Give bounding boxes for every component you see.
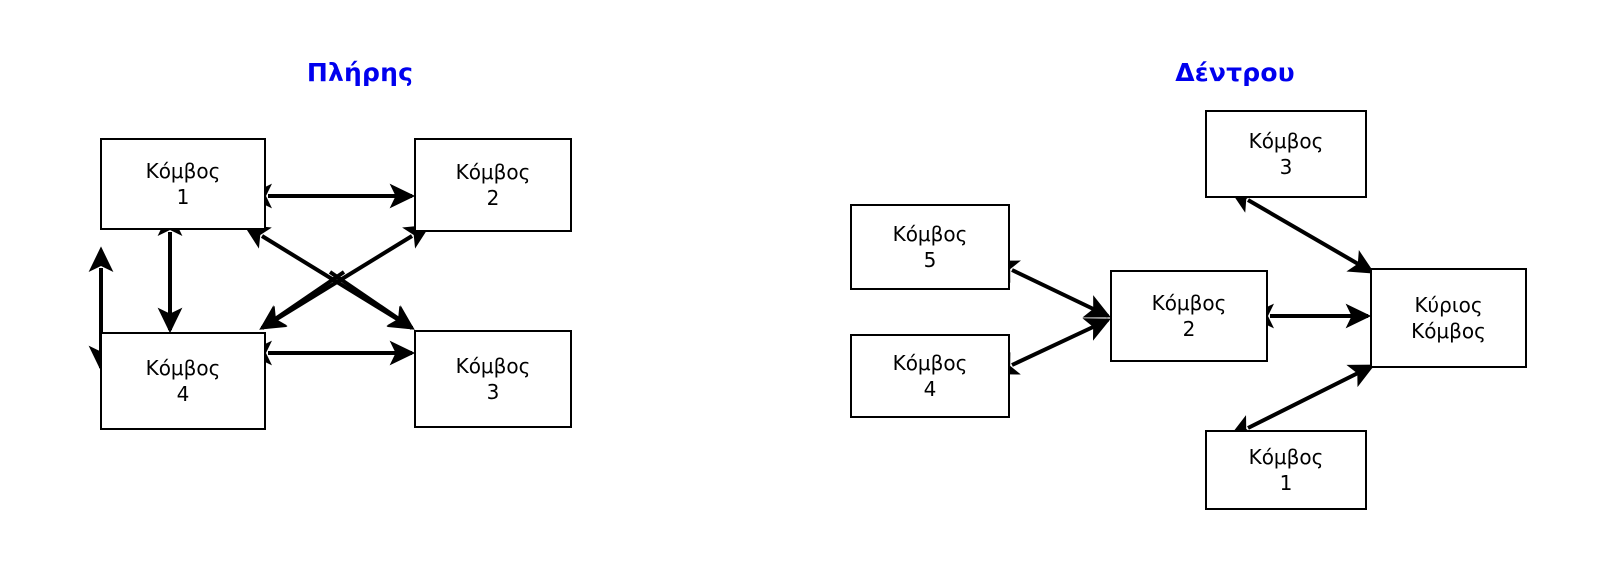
node-label-line1: Κόμβος (145, 158, 221, 183)
node-label-line2: 5 (923, 248, 937, 272)
edge-node3-main (1229, 189, 1375, 274)
node-label-line1: Κόμβος (1151, 290, 1227, 315)
node-label-line2: 2 (1182, 317, 1196, 341)
node-box-tree-3[interactable]: Κόμβος 3 (1205, 110, 1367, 198)
node-label-line2: 2 (486, 186, 500, 210)
node-label-line2: 3 (1279, 155, 1293, 179)
node-label-line1: Κόμβος (145, 355, 221, 380)
node-label-line2: 3 (486, 380, 500, 404)
node-label-line1: Κόμβος (1248, 128, 1324, 153)
left-diagram-title: Πλήρης (306, 58, 414, 87)
node-box-tree-5[interactable]: Κόμβος 5 (850, 204, 1010, 290)
node-box-full-3[interactable]: Κόμβος 3 (414, 330, 572, 428)
node-label-line2: Κόμβος (1411, 319, 1486, 343)
node-label-line2: 4 (176, 382, 190, 406)
edge-node1-main (1228, 364, 1375, 438)
edge-node5-node2 (992, 260, 1111, 318)
node-box-full-4[interactable]: Κόμβος 4 (100, 332, 266, 430)
node-box-tree-2[interactable]: Κόμβος 2 (1110, 270, 1268, 362)
node-box-tree-1[interactable]: Κόμβος 1 (1205, 430, 1367, 510)
node-box-full-1[interactable]: Κόμβος 1 (100, 138, 266, 230)
node-box-tree-main[interactable]: Κύριος Κόμβος (1370, 268, 1527, 368)
node-label-line1: Κόμβος (892, 350, 968, 375)
node-label-line1: Κόμβος (892, 221, 968, 246)
edge-node4-node2 (992, 318, 1111, 375)
node-label-line2: 1 (176, 185, 190, 209)
node-label-line2: 4 (923, 377, 937, 401)
right-diagram-title: Δέντρου (1175, 58, 1295, 87)
node-box-tree-4[interactable]: Κόμβος 4 (850, 334, 1010, 418)
node-label-line1: Κόμβος (1248, 444, 1324, 469)
node-label-line1: Κόμβος (455, 159, 531, 184)
node-label-line1: Κόμβος (455, 353, 531, 378)
node-label-line2: 1 (1279, 471, 1293, 495)
node-box-full-2[interactable]: Κόμβος 2 (414, 138, 572, 232)
node-label-line1: Κύριος (1414, 292, 1483, 317)
